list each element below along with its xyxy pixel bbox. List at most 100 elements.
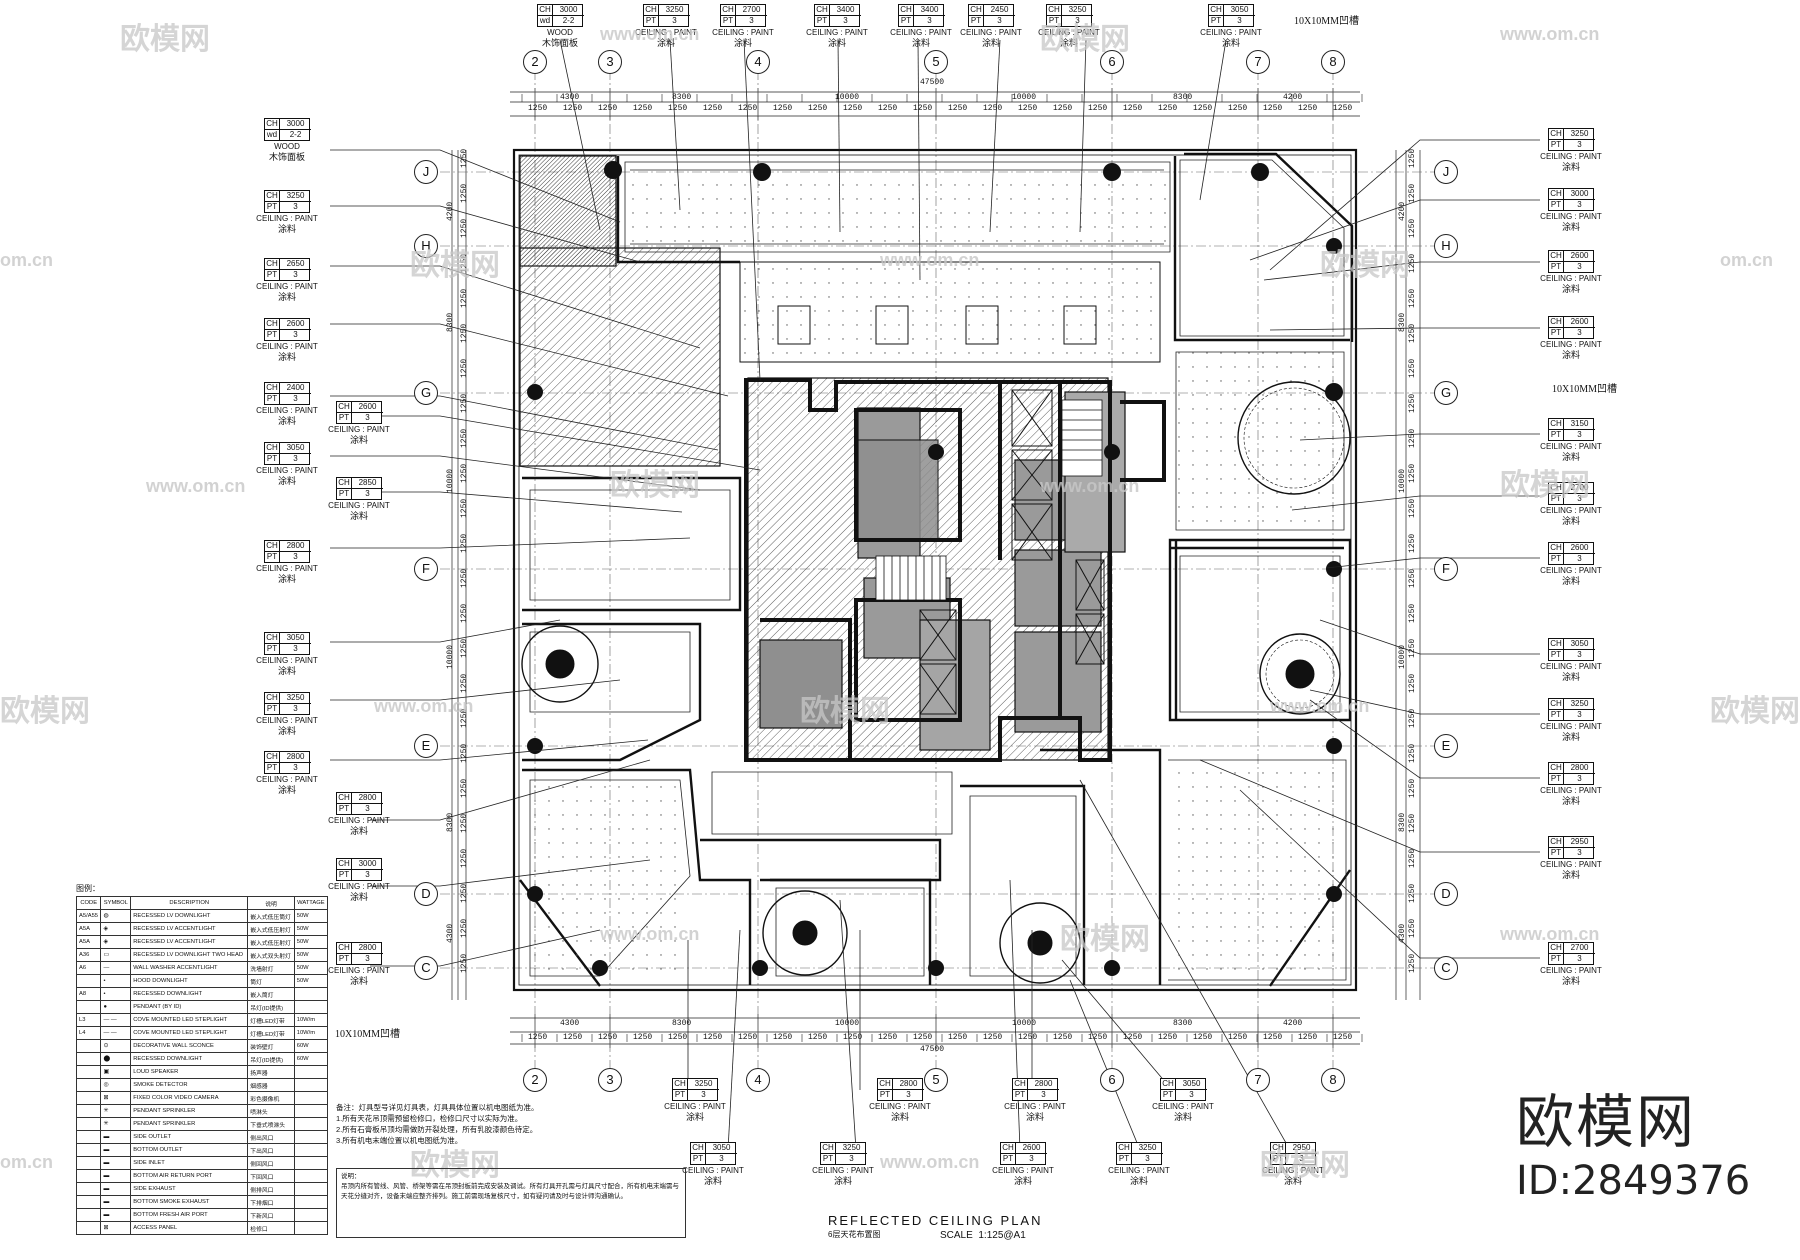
legend-cell bbox=[75, 1039, 102, 1053]
pt-key: PT bbox=[691, 1154, 706, 1164]
dimension-value: 1250 bbox=[843, 1033, 863, 1042]
pt-value: 3 bbox=[1041, 1090, 1046, 1099]
legend-cell bbox=[293, 1104, 329, 1118]
pt-key: PT bbox=[1549, 262, 1564, 272]
dimension-value: 1250 bbox=[563, 1033, 583, 1042]
pt-key: PT bbox=[265, 454, 280, 464]
material-label-cn: 涂料 bbox=[1173, 1112, 1192, 1122]
ch-value: 2700 bbox=[1564, 483, 1595, 494]
pt-key: PT bbox=[1013, 1090, 1028, 1100]
legend-cell: BOTTOM FRESH AIR PORT bbox=[130, 1208, 249, 1222]
legend-cell bbox=[75, 1104, 102, 1118]
legend-cell bbox=[293, 1208, 329, 1222]
pendant-lights bbox=[527, 161, 1343, 976]
grid-axis-label: C bbox=[1434, 956, 1458, 980]
material-label-cn: 涂料 bbox=[277, 416, 296, 426]
dimension-value: 1250 bbox=[1088, 1033, 1108, 1042]
legend-cell bbox=[75, 1182, 102, 1196]
watermark-url: www.om.cn bbox=[374, 696, 474, 716]
dimension-value: 1250 bbox=[1333, 1033, 1353, 1042]
material-label-cn: 涂料 bbox=[1561, 222, 1580, 232]
ch-value: 2950 bbox=[1564, 837, 1595, 848]
legend-header-cell: SYMBOL bbox=[100, 896, 132, 910]
pt-key: PT bbox=[815, 16, 830, 26]
pt-key: PT bbox=[265, 202, 280, 212]
legend-header-cell: CODE bbox=[75, 896, 102, 910]
remark-line: 3.所有机电末端位置以机电图纸为准。 bbox=[336, 1136, 463, 1145]
legend-cell: 60W bbox=[293, 1039, 329, 1053]
pt-key: PT bbox=[265, 270, 280, 280]
dimension-value: 1250 bbox=[460, 498, 469, 518]
watermark-url: om.cn bbox=[1720, 250, 1774, 270]
scale-label: SCALE bbox=[940, 1230, 973, 1241]
dimension-value: 1250 bbox=[1408, 603, 1417, 623]
pt-key: PT bbox=[1549, 650, 1564, 660]
material-label: CEILING : PAINT bbox=[328, 882, 390, 891]
dimension-value: 1250 bbox=[1408, 288, 1417, 308]
pt-key: PT bbox=[265, 394, 280, 404]
ch-value: 3250 bbox=[1062, 5, 1093, 16]
legend-cell: HOOD DOWNLIGHT bbox=[130, 974, 249, 988]
legend-header-cell: 说明 bbox=[247, 896, 295, 910]
legend-title: 图例： bbox=[76, 884, 100, 893]
legend-cell: COVE MOUNTED LED STEPLIGHT bbox=[130, 1026, 249, 1040]
ch-value: 2400 bbox=[280, 383, 311, 394]
dimension-value: 8300 bbox=[672, 93, 692, 102]
material-label-cn: 涂料 bbox=[1561, 452, 1580, 462]
dimension-value: 1250 bbox=[460, 848, 469, 868]
legend-cell bbox=[75, 1065, 102, 1079]
legend-cell: 嵌入式低压射灯 bbox=[247, 922, 295, 936]
ch-value: 3050 bbox=[1564, 639, 1595, 650]
dimension-value: 1250 bbox=[460, 428, 469, 448]
pt-value: 3 bbox=[1577, 774, 1582, 783]
legend-cell bbox=[293, 1000, 329, 1014]
dimension-value: 1250 bbox=[1018, 1033, 1038, 1042]
ch-key: CH bbox=[265, 541, 280, 552]
legend-cell bbox=[293, 1143, 329, 1157]
material-label: CEILING : PAINT bbox=[256, 406, 318, 415]
ch-key: CH bbox=[691, 1143, 706, 1154]
legend-cell: 扬声器 bbox=[247, 1065, 295, 1079]
ch-key: CH bbox=[1549, 251, 1564, 262]
legend-cell: RECESSED LV DOWNLIGHT TWO HEAD bbox=[130, 948, 249, 962]
legend-cell: 检修口 bbox=[247, 1221, 295, 1235]
dimension-value: 1250 bbox=[1263, 1033, 1283, 1042]
legend-cell bbox=[293, 1156, 329, 1170]
dimension-value: 10000 bbox=[835, 1019, 860, 1028]
material-label: CEILING : PAINT bbox=[256, 564, 318, 573]
material-label: CEILING : PAINT bbox=[256, 342, 318, 351]
legend-symbol-icon: ● bbox=[100, 1000, 132, 1014]
legend-symbol-icon: ◈ bbox=[100, 922, 132, 936]
remarks-box: 说明： 吊顶内所有管线、风管、桥架等需在吊顶封板前完成安装及调试。所有灯具开孔需… bbox=[336, 1168, 686, 1238]
dimension-value: 1250 bbox=[878, 104, 898, 113]
pt-key: PT bbox=[1161, 1090, 1176, 1100]
material-label: CEILING : PAINT bbox=[682, 1166, 744, 1175]
dimension-value: 1250 bbox=[460, 568, 469, 588]
dimension-value: 1250 bbox=[1408, 708, 1417, 728]
remarks: 备注：灯具型号详见灯具表，灯具具体位置以机电图纸为准。 1.所有天花吊顶需预留检… bbox=[336, 1102, 736, 1146]
material-label-cn: 涂料 bbox=[833, 1176, 852, 1186]
grid-axis-label: 8 bbox=[1321, 1068, 1345, 1092]
groove-note-top: 10X10MM凹槽 bbox=[1294, 16, 1360, 27]
legend-cell: A8 bbox=[75, 987, 102, 1001]
ch-value: 3050 bbox=[280, 443, 311, 454]
